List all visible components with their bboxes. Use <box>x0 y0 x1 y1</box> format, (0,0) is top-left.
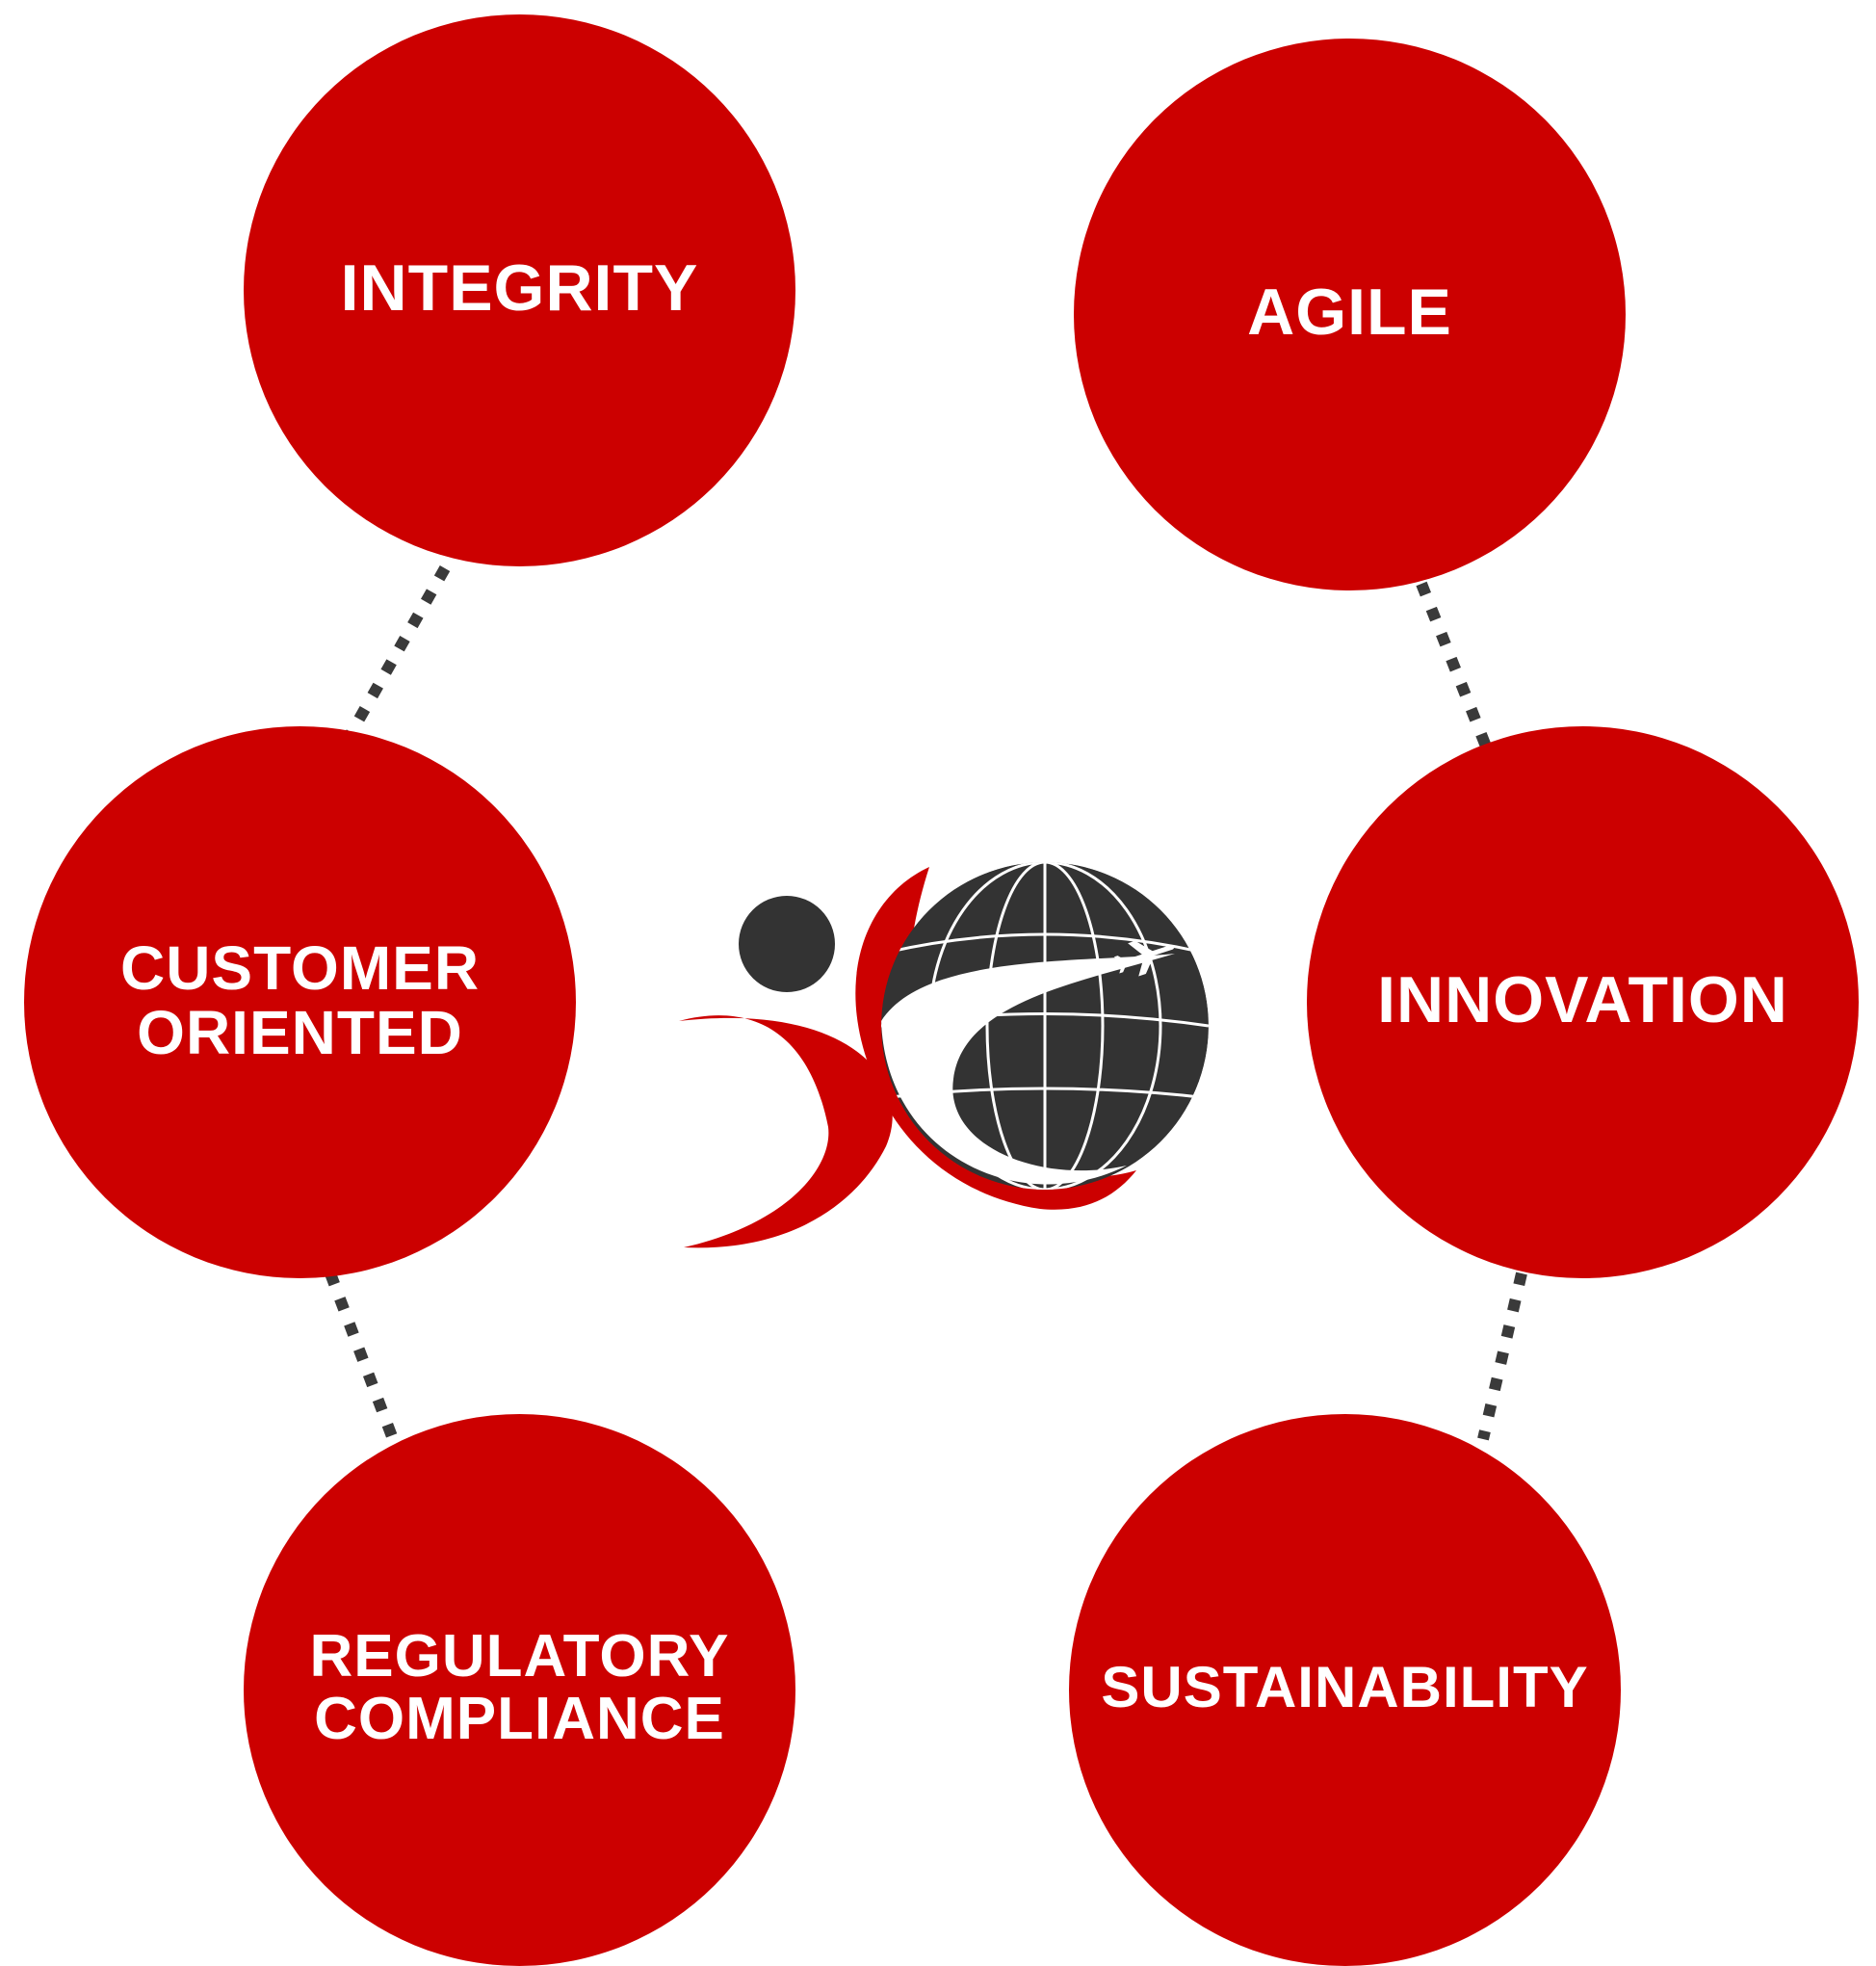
value-label-integrity: INTEGRITY <box>340 251 699 326</box>
value-label-sustainability: SUSTAINABILITY <box>1101 1655 1589 1720</box>
value-circle-agile: AGILE <box>1074 39 1626 590</box>
value-circle-sustainability: SUSTAINABILITY <box>1069 1414 1621 1966</box>
value-label-agile: AGILE <box>1247 275 1452 350</box>
connector-integrity-customer <box>336 565 451 752</box>
value-circle-regulatory-compliance: REGULATORY COMPLIANCE <box>244 1414 795 1966</box>
value-circle-customer-oriented: CUSTOMER ORIENTED <box>24 726 576 1278</box>
connector-agile-innovation <box>1416 581 1494 754</box>
value-label-innovation: INNOVATION <box>1377 963 1788 1037</box>
value-label-customer-oriented: CUSTOMER ORIENTED <box>119 932 481 1067</box>
connector-customer-regulatory <box>325 1271 399 1442</box>
value-label-regulatory-compliance: REGULATORY COMPLIANCE <box>309 1623 730 1752</box>
globe-with-airplane-and-figure-logo <box>679 862 1209 1248</box>
connector-innovation-sustainability <box>1477 1271 1527 1441</box>
value-circle-integrity: INTEGRITY <box>244 14 795 566</box>
value-circle-innovation: INNOVATION <box>1307 726 1859 1278</box>
